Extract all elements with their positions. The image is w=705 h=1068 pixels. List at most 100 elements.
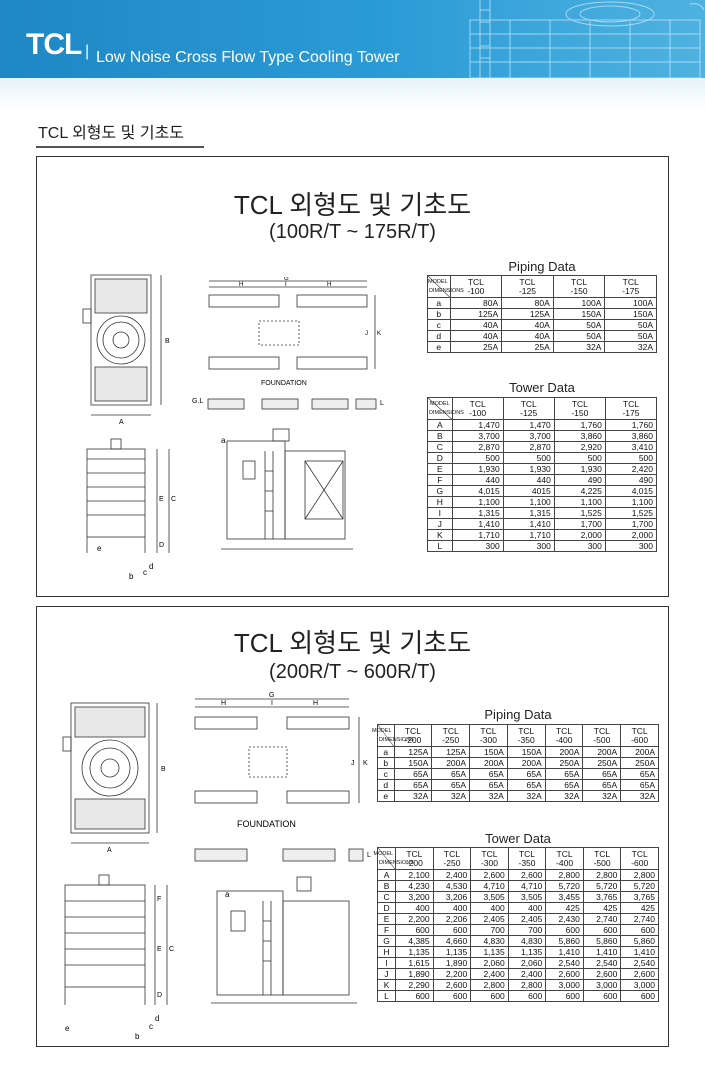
row-label-cell: L bbox=[376, 990, 397, 1002]
value-cell: 1,135 bbox=[470, 946, 509, 958]
value-cell: 300 bbox=[451, 540, 504, 552]
value-cell: 65A bbox=[469, 768, 508, 780]
panel-title: TCL 외형도 및 기초도 bbox=[233, 628, 472, 658]
model-header-cell: TCL-500 bbox=[582, 847, 622, 870]
model-capacity: -250 bbox=[443, 857, 461, 868]
value-cell: 100A bbox=[604, 297, 657, 309]
model-header-cell: TCL-250 bbox=[431, 724, 471, 747]
model-header-cell: TCL-125 bbox=[502, 397, 555, 420]
value-cell: 2,600 bbox=[545, 968, 584, 980]
value-cell: 50A bbox=[552, 319, 606, 331]
model-name: TCL bbox=[404, 725, 421, 736]
value-cell: 250A bbox=[620, 757, 659, 769]
value-cell: 25A bbox=[501, 341, 554, 353]
row-label-cell: A bbox=[427, 419, 453, 431]
dim-label-k: K bbox=[363, 760, 368, 767]
value-cell: 65A bbox=[582, 768, 622, 780]
value-cell: 50A bbox=[552, 330, 606, 342]
dim-label-b: B bbox=[161, 766, 166, 773]
value-cell: 600 bbox=[395, 990, 434, 1002]
dim-label-h-left: H bbox=[221, 700, 226, 707]
value-cell: 2,800 bbox=[507, 979, 547, 991]
section-underline bbox=[36, 146, 204, 148]
value-cell: 2,000 bbox=[604, 529, 658, 541]
value-cell: 125A bbox=[501, 308, 554, 320]
dim-label-c: C bbox=[169, 946, 174, 953]
value-cell: 65A bbox=[620, 768, 659, 780]
value-cell: 4,015 bbox=[604, 485, 658, 497]
value-cell: 2,800 bbox=[582, 869, 622, 881]
header-banner: TCL | Low Noise Cross Flow Type Cooling … bbox=[0, 0, 705, 78]
foundation-label: FOUNDATION bbox=[237, 819, 296, 829]
model-header-cell: TCL-500 bbox=[582, 724, 622, 747]
foundation-section: G.L L bbox=[192, 398, 384, 410]
row-label-cell: E bbox=[427, 463, 453, 475]
tower-plan-view: B A bbox=[82, 274, 170, 426]
pipe-label-d: d bbox=[149, 562, 153, 571]
value-cell: 65A bbox=[544, 768, 584, 780]
model-name: TCL bbox=[518, 848, 536, 859]
value-cell: 2,600 bbox=[432, 979, 472, 991]
value-cell: 1,410 bbox=[620, 946, 659, 958]
value-cell: 32A bbox=[431, 790, 471, 802]
dim-label-a: A bbox=[107, 847, 112, 854]
row-label-cell: d bbox=[427, 330, 451, 342]
value-cell: 1,470 bbox=[502, 419, 555, 431]
value-cell: 400 bbox=[507, 902, 547, 914]
value-cell: 1,930 bbox=[502, 463, 555, 475]
model-label: MODEL bbox=[373, 851, 394, 857]
value-cell: 4,385 bbox=[395, 935, 434, 947]
value-cell: 3,410 bbox=[604, 441, 658, 453]
model-capacity: -150 bbox=[570, 285, 588, 296]
value-cell: 2,430 bbox=[545, 913, 584, 925]
model-capacity: -400 bbox=[555, 734, 573, 745]
model-name: TCL bbox=[593, 725, 610, 736]
value-cell: 5,720 bbox=[545, 880, 584, 892]
dim-label-b: B bbox=[165, 338, 170, 345]
model-capacity: -350 bbox=[518, 857, 536, 868]
value-cell: 425 bbox=[545, 902, 584, 914]
value-cell: 2,405 bbox=[507, 913, 547, 925]
tower-plan-view: B A bbox=[62, 702, 166, 854]
model-header-cell: TCL-175 bbox=[604, 397, 658, 420]
model-name: TCL bbox=[443, 848, 460, 859]
model-name: TCL bbox=[556, 848, 573, 859]
value-cell: 5,860 bbox=[582, 935, 622, 947]
model-capacity: -125 bbox=[520, 407, 538, 418]
dim-label-h-right: H bbox=[313, 700, 318, 707]
value-cell: 200A bbox=[506, 757, 546, 769]
dim-label-j: J bbox=[351, 760, 355, 767]
model-header-cell: TCL-300 bbox=[470, 847, 509, 870]
model-name: TCL bbox=[571, 398, 588, 409]
value-cell: 4,015 bbox=[451, 485, 504, 497]
value-cell: 2,740 bbox=[620, 913, 659, 925]
model-capacity: -175 bbox=[622, 407, 640, 418]
value-cell: 700 bbox=[470, 924, 509, 936]
value-cell: 65A bbox=[431, 768, 471, 780]
value-cell: 600 bbox=[507, 990, 547, 1002]
model-header-cell: TCL-600 bbox=[620, 847, 659, 870]
value-cell: 4015 bbox=[502, 485, 555, 497]
value-cell: 3,700 bbox=[502, 430, 555, 442]
model-header-cell: TCL-150 bbox=[553, 397, 606, 420]
value-cell: 200A bbox=[582, 746, 622, 758]
value-cell: 150A bbox=[506, 746, 546, 758]
dimensions-label: DIMENSIONS bbox=[379, 737, 414, 743]
value-cell: 1,410 bbox=[582, 946, 622, 958]
model-name: TCL bbox=[518, 725, 535, 736]
pipe-label-c: c bbox=[143, 568, 147, 577]
row-label-cell: b bbox=[427, 308, 451, 320]
model-header-cell: TCL-600 bbox=[620, 724, 659, 747]
model-label: MODEL bbox=[430, 401, 450, 407]
value-cell: 2,060 bbox=[470, 957, 509, 969]
